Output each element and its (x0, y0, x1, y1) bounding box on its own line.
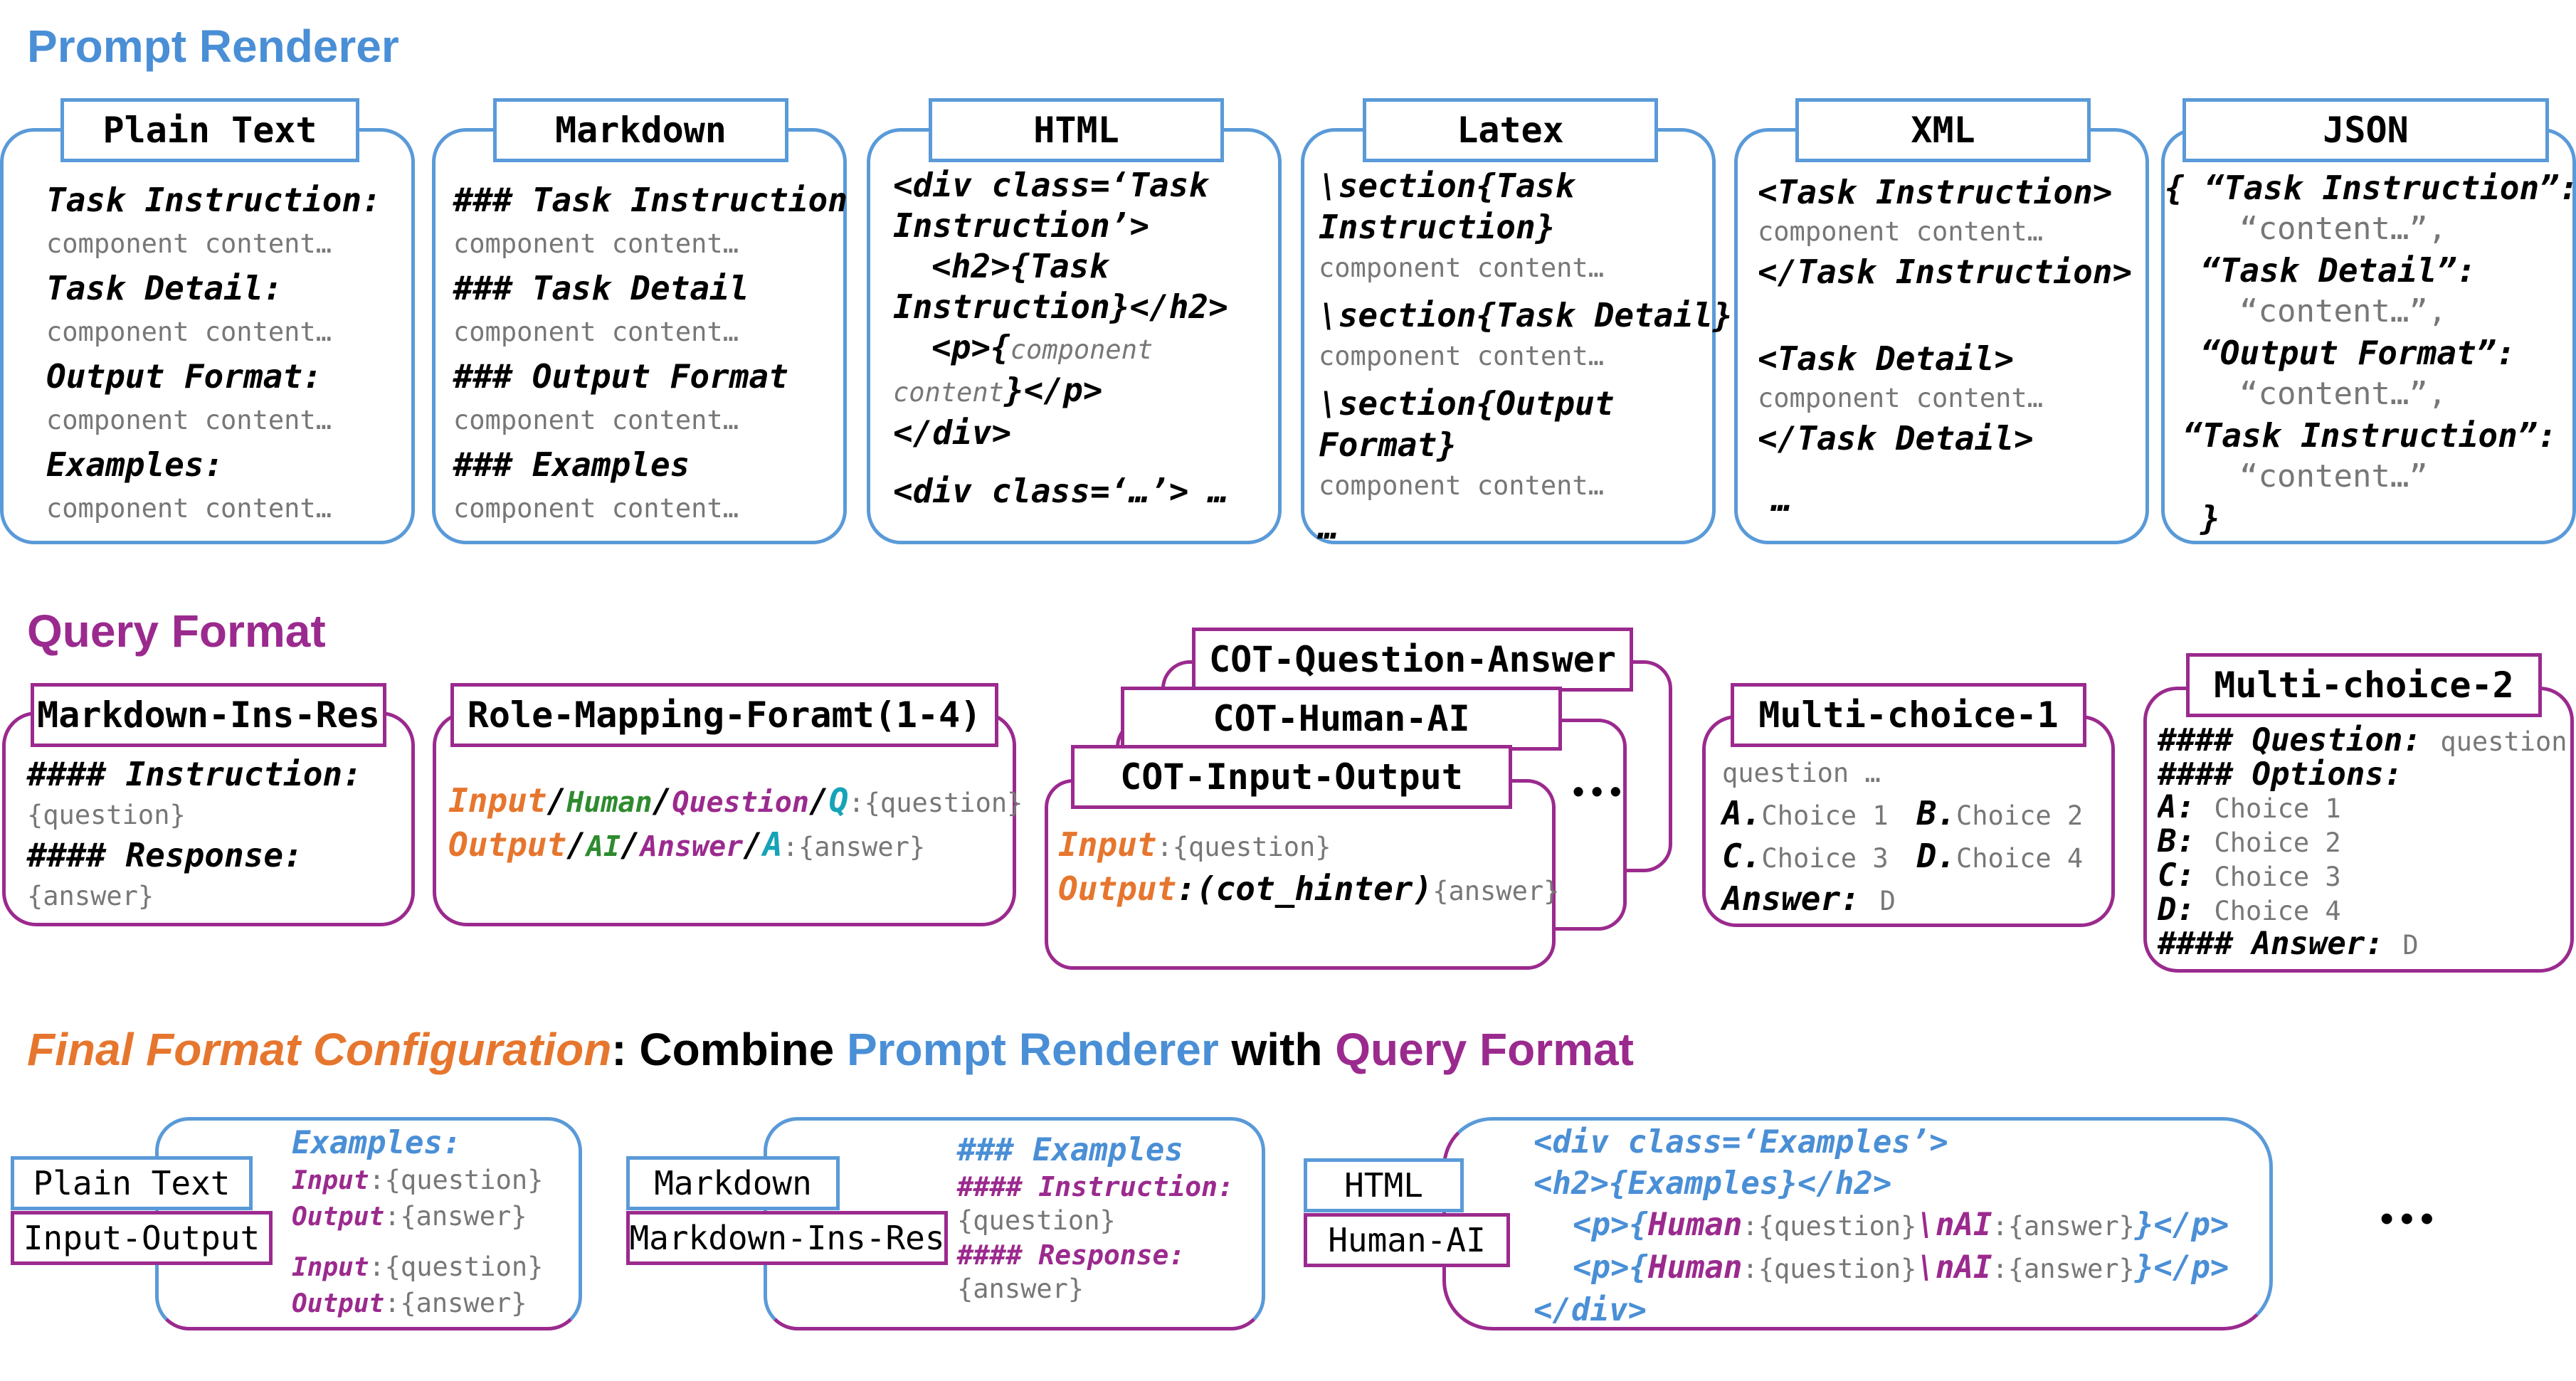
query-md-ins-res-card (2, 711, 415, 926)
renderer-json-content: { “Task Instruction”: “content…”, “Task … (2165, 169, 2576, 537)
renderer-xml-card (1734, 128, 2149, 544)
query-role-mapping-content: Input/Human/Question/Q:{question} Output… (448, 781, 1023, 864)
query-cot-more-dots: ••• (1573, 773, 1629, 810)
renderer-json-tab: JSON (2182, 98, 2549, 162)
query-cot-content: Input:{question} Output:(cot_hinter){ans… (1058, 825, 1560, 908)
renderer-plain-text-card (0, 128, 415, 544)
query-format-heading: Query Format (27, 605, 326, 657)
renderer-xml-content: <Task Instruction> component content… </… (1758, 173, 2133, 519)
renderer-markdown-card (432, 128, 847, 544)
query-cot-back-tab: COT-Question-Answer (1192, 628, 1633, 692)
query-cot-front-tab: COT-Input-Output (1071, 745, 1512, 809)
renderer-html-content: <div class=‘Task Instruction’> <h2>{Task… (893, 166, 1228, 510)
final-ex1-query-tab: Input-Output (11, 1211, 273, 1265)
query-mc2-card (2143, 687, 2574, 973)
renderer-latex-card (1301, 128, 1716, 544)
final-ex2-query-tab: Markdown-Ins-Res (626, 1211, 948, 1265)
final-ex2-renderer-tab: Markdown (626, 1156, 840, 1210)
query-cot-front-card (1045, 779, 1556, 970)
query-mc1-card (1702, 715, 2115, 927)
query-md-ins-res-tab: Markdown-Ins-Res (31, 683, 386, 747)
renderer-html-card (867, 128, 1282, 544)
query-mc1-tab: Multi-choice-1 (1731, 683, 2086, 747)
final-ex3-query-tab: Human-AI (1304, 1213, 1510, 1267)
query-md-ins-res-content: #### Instruction: {question} #### Respon… (27, 755, 362, 911)
query-mc2-tab: Multi-choice-2 (2186, 653, 2542, 717)
final-ex1-content: Examples: Input:{question} Output:{answe… (292, 1125, 544, 1318)
renderer-html-tab: HTML (929, 98, 1224, 162)
renderer-latex-content: \section{Task Instruction} component con… (1319, 166, 1733, 546)
query-mc2-content: #### Question: question #### Options: A:… (2158, 724, 2567, 962)
final-more-dots: ••• (2380, 1198, 2441, 1239)
renderer-markdown-tab: Markdown (493, 98, 788, 162)
renderer-latex-tab: Latex (1363, 98, 1658, 162)
final-ex3-card (1442, 1117, 2273, 1330)
final-config-heading: Final Format Configuration: Combine Prom… (27, 1024, 1634, 1075)
query-cot-mid-tab: COT-Human-AI (1121, 687, 1562, 751)
renderer-plain-text-content: Task Instruction:component content… Task… (46, 181, 381, 524)
renderer-xml-tab: XML (1795, 98, 2091, 162)
final-ex3-renderer-tab: HTML (1304, 1158, 1464, 1212)
final-ex1-renderer-tab: Plain Text (11, 1156, 253, 1210)
prompt-renderer-heading: Prompt Renderer (27, 21, 399, 72)
final-ex2-content: ### Examples #### Instruction: {question… (957, 1132, 1234, 1304)
renderer-plain-text-tab: Plain Text (60, 98, 359, 162)
query-role-mapping-tab: Role-Mapping-Foramt(1-4) (450, 683, 998, 747)
final-ex3-content: <div class=‘Examples’> <h2>{Examples}</h… (1534, 1124, 2229, 1328)
